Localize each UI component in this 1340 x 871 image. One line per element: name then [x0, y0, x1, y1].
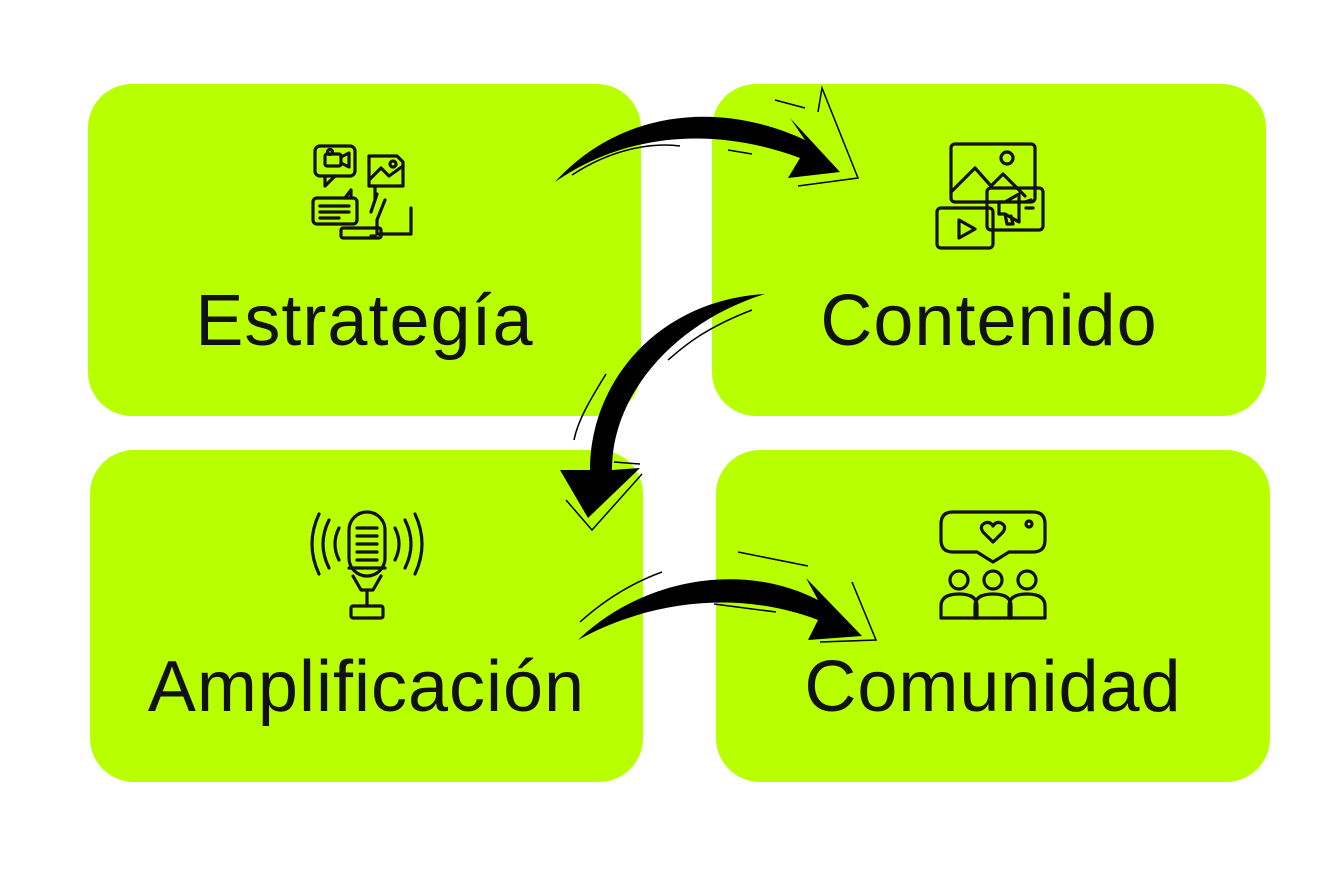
step-label-estrategia: Estrategía — [195, 281, 534, 361]
step-label-comunidad: Comunidad — [804, 647, 1182, 727]
step-card-comunidad: Comunidad — [716, 450, 1270, 782]
step-label-amplificacion: Amplificación — [147, 647, 586, 727]
step-card-contenido: Contenido — [712, 84, 1266, 416]
social-media-strategy-icon — [305, 142, 425, 262]
community-chat-icon — [933, 506, 1053, 626]
microphone-broadcast-icon — [307, 506, 427, 626]
step-label-contenido: Contenido — [820, 281, 1158, 361]
media-content-icon — [929, 142, 1049, 262]
step-card-estrategia: Estrategía — [88, 84, 641, 416]
step-card-amplificacion: Amplificación — [90, 450, 643, 782]
